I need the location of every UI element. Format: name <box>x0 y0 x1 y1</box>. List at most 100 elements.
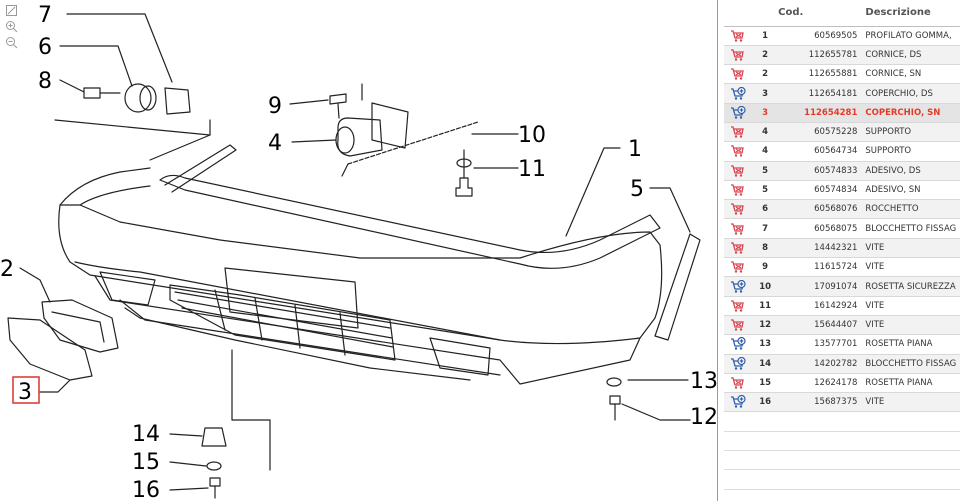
exploded-diagram-panel[interactable]: 7 6 8 9 4 10 11 1 5 2 3 13 12 14 15 16 <box>0 0 718 501</box>
cart-icon[interactable] <box>724 26 753 46</box>
cart-icon[interactable] <box>724 122 753 143</box>
callout-14[interactable]: 14 <box>132 422 160 447</box>
callout-5[interactable]: 5 <box>630 177 644 202</box>
ref-number: 10 <box>752 276 779 297</box>
add-to-cart-icon[interactable] <box>724 276 753 297</box>
part-code: 60575228 <box>778 122 864 143</box>
ref-number: 13 <box>752 334 779 355</box>
cart-icon[interactable] <box>724 373 753 394</box>
callout-12[interactable]: 12 <box>690 405 718 430</box>
cart-icon[interactable] <box>724 161 753 181</box>
part-code: 60574834 <box>778 180 864 201</box>
callout-10[interactable]: 10 <box>518 123 546 148</box>
ref-number: 3 <box>752 103 779 123</box>
callout-11[interactable]: 11 <box>518 157 546 182</box>
header-icon-col <box>724 0 753 27</box>
callout-13[interactable]: 13 <box>690 369 718 394</box>
callout-16[interactable]: 16 <box>132 478 160 501</box>
add-to-cart-icon[interactable] <box>724 354 753 374</box>
parts-table-header: Cod. Descrizione <box>724 0 960 27</box>
reset-view-icon[interactable] <box>5 4 18 17</box>
ref-number: 5 <box>752 180 779 201</box>
callout-3[interactable]: 3 <box>18 380 32 405</box>
add-to-cart-icon[interactable] <box>724 83 753 104</box>
empty-row <box>724 431 960 452</box>
callout-1[interactable]: 1 <box>628 137 642 162</box>
part-description: PROFILATO GOMMA, <box>863 26 960 46</box>
callout-6[interactable]: 6 <box>38 35 52 60</box>
part-code: 60568075 <box>778 218 864 239</box>
empty-row <box>724 450 960 471</box>
part-code: 12624178 <box>778 373 864 394</box>
cart-icon[interactable] <box>724 315 753 336</box>
part-description: SUPPORTO <box>863 141 960 162</box>
part-code: 60564734 <box>778 141 864 162</box>
part-description: COPERCHIO, SN <box>863 103 960 123</box>
zoom-out-icon[interactable] <box>5 36 18 49</box>
cart-icon[interactable] <box>724 199 753 220</box>
ref-number: 14 <box>752 354 779 374</box>
add-to-cart-icon[interactable] <box>724 334 753 355</box>
part-description: CORNICE, DS <box>863 45 960 66</box>
callout-7[interactable]: 7 <box>38 3 52 28</box>
part-code: 17091074 <box>778 276 864 297</box>
cart-icon[interactable] <box>724 64 753 85</box>
bumper-exploded-diagram[interactable]: 7 6 8 9 4 10 11 1 5 2 3 13 12 14 15 16 <box>0 0 718 501</box>
part-code: 60568076 <box>778 199 864 220</box>
empty-row <box>724 411 960 432</box>
part-description: BLOCCHETTO FISSAG <box>863 218 960 239</box>
ref-number: 11 <box>752 296 779 316</box>
cart-icon[interactable] <box>724 218 753 239</box>
part-code: 15644407 <box>778 315 864 336</box>
header-description: Descrizione <box>863 0 960 27</box>
callout-2[interactable]: 2 <box>0 257 14 282</box>
part-description: BLOCCHETTO FISSAG <box>863 354 960 374</box>
cart-icon[interactable] <box>724 238 753 259</box>
callout-8[interactable]: 8 <box>38 69 52 94</box>
ref-number: 12 <box>752 315 779 336</box>
add-to-cart-icon[interactable] <box>724 392 753 413</box>
cart-icon[interactable] <box>724 257 753 278</box>
part-code: 15687375 <box>778 392 864 413</box>
cart-icon[interactable] <box>724 296 753 316</box>
callout-4[interactable]: 4 <box>268 131 282 156</box>
ref-number: 2 <box>752 45 779 66</box>
callout-9[interactable]: 9 <box>268 94 282 119</box>
ref-number: 1 <box>752 26 779 46</box>
part-description: ROSETTA PIANA <box>863 373 960 394</box>
cart-icon[interactable] <box>724 180 753 201</box>
zoom-in-icon[interactable] <box>5 20 18 33</box>
callout-15[interactable]: 15 <box>132 450 160 475</box>
part-description: VITE <box>863 315 960 336</box>
cart-icon[interactable] <box>724 141 753 162</box>
part-description: ROSETTA SICUREZZA <box>863 276 960 297</box>
cart-icon[interactable] <box>724 45 753 66</box>
ref-number: 2 <box>752 64 779 85</box>
part-code: 14202782 <box>778 354 864 374</box>
ref-number: 7 <box>752 218 779 239</box>
part-code: 60569505 <box>778 26 864 46</box>
add-to-cart-icon[interactable] <box>724 103 753 123</box>
